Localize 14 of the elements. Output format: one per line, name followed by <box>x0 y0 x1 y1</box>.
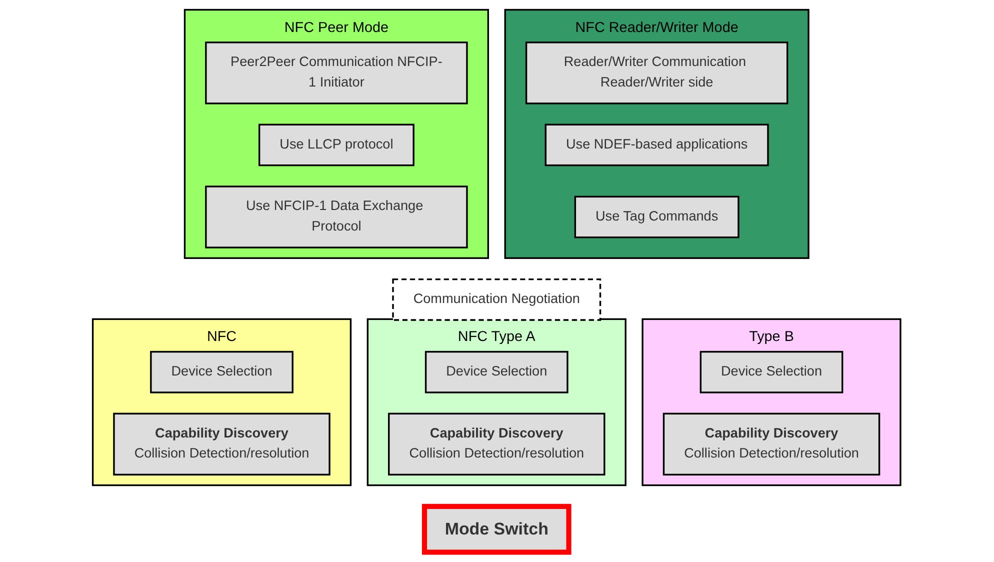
node-box: Capability Discovery Collision Detection/resolution <box>113 412 331 476</box>
node-box: Capability Discovery Collision Detection/resolution <box>663 412 880 476</box>
node-box: Reader/Writer Communication Reader/Writer side <box>526 42 789 104</box>
node-box: Peer2Peer Communication NFCIP-1 Initiator <box>205 42 468 104</box>
node-box: Capability Discovery Collision Detection/resolution <box>388 412 606 476</box>
node-box: Device Selection <box>150 350 294 394</box>
node-box: Use LLCP protocol <box>258 124 415 166</box>
node-box: Communication Negotiation <box>392 278 602 321</box>
node-box: Use Tag Commands <box>574 196 740 238</box>
node-box: Device Selection <box>425 350 569 394</box>
node-box: Use NDEF-based applications <box>545 124 770 166</box>
node-box: Mode Switch <box>422 504 572 555</box>
node-box: Use NFCIP-1 Data Exchange Protocol <box>205 186 468 248</box>
node-box: Device Selection <box>700 350 844 394</box>
